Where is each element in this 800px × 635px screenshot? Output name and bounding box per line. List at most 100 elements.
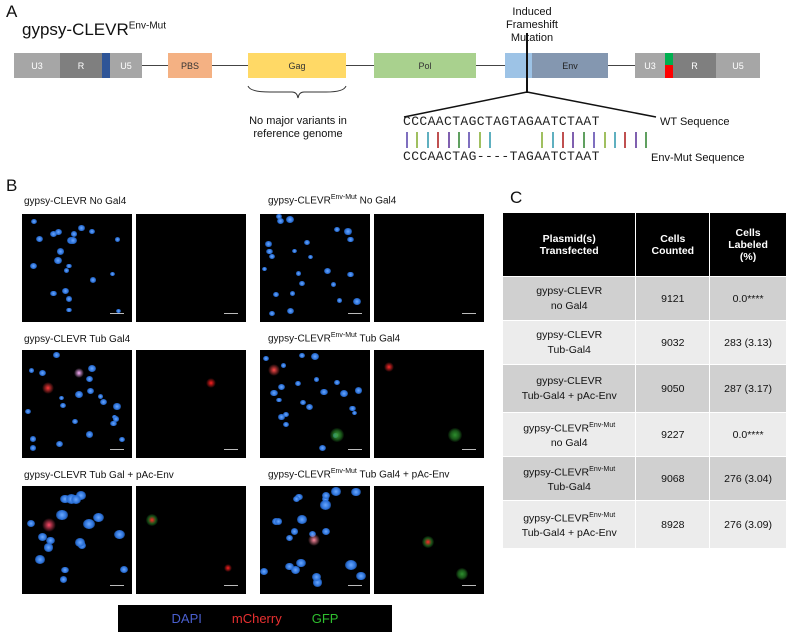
labeled-cell — [422, 536, 434, 548]
nucleus — [292, 495, 301, 503]
header-labeled: Cells Labeled (%) — [709, 212, 787, 277]
nucleus — [319, 500, 332, 511]
alignment-tick — [406, 132, 408, 148]
nucleus — [70, 231, 78, 237]
micrograph-channel-1 — [136, 214, 246, 322]
labeled-cell — [456, 568, 468, 580]
ltr3-u3-box: U3 — [635, 53, 665, 78]
nucleus — [346, 236, 354, 243]
micrograph-merge-5 — [22, 486, 132, 594]
nucleus — [71, 418, 78, 425]
nucleus — [114, 237, 120, 242]
construct-title: gypsy-CLEVREnv-Mut — [22, 20, 166, 40]
nucleus — [262, 355, 269, 362]
nucleus — [321, 492, 331, 500]
nucleus — [69, 237, 77, 244]
nucleus — [265, 241, 272, 247]
labeled-cell — [74, 368, 84, 378]
construct-title-sup: Env-Mut — [128, 20, 166, 32]
plasmid-name: gypsy-CLEVR — [523, 466, 590, 479]
micro-label-2: gypsy-CLEVREnv-Mut No Gal4 — [268, 194, 397, 207]
nucleus — [344, 559, 357, 570]
nucleus — [299, 281, 305, 286]
micro-label-1: gypsy-CLEVR No Gal4 — [24, 196, 127, 207]
nucleus — [90, 277, 97, 283]
nucleus — [60, 494, 71, 504]
alignment-tick — [458, 132, 460, 148]
labeled-cell — [268, 364, 280, 376]
labeled-cell — [448, 428, 462, 442]
table-header-row: Plasmid(s) Transfected Cells Counted Cel… — [501, 212, 787, 277]
nucleus — [66, 263, 73, 269]
legend-dapi: DAPI — [171, 611, 202, 626]
scale-bar — [224, 449, 238, 450]
micrograph-channel-2 — [374, 214, 484, 322]
alignment-ticks — [403, 132, 663, 150]
nucleus — [266, 248, 273, 255]
micrograph-channel-5 — [136, 486, 246, 594]
plasmid-condition: Tub-Gal4 — [547, 343, 591, 356]
nucleus — [318, 444, 326, 451]
nucleus — [118, 436, 126, 443]
nucleus — [270, 389, 279, 397]
red-marker — [665, 65, 673, 78]
nucleus — [276, 214, 282, 219]
micrograph-channel-6 — [374, 486, 484, 594]
nucleus — [276, 397, 282, 402]
nucleus — [87, 388, 94, 394]
nucleus — [82, 518, 95, 529]
plasmid-condition: Tub-Gal4 — [547, 481, 591, 494]
nucleus — [85, 376, 94, 383]
cells-labeled-cell: 287 (3.17) — [709, 364, 787, 413]
nucleus — [97, 394, 103, 399]
nucleus — [35, 235, 43, 242]
nucleus — [59, 576, 68, 583]
cells-counted-cell: 9050 — [635, 364, 711, 413]
pol-box: Pol — [374, 53, 476, 78]
nucleus — [330, 282, 337, 288]
nucleus — [110, 420, 117, 427]
nucleus — [334, 226, 340, 232]
nucleus — [272, 291, 279, 298]
nucleus — [312, 578, 323, 587]
cells-counted-cell: 9032 — [635, 320, 711, 365]
nucleus — [276, 217, 285, 225]
nucleus — [62, 288, 69, 295]
nucleus — [295, 558, 307, 568]
scale-bar — [348, 313, 362, 314]
nucleus — [286, 307, 294, 314]
alignment-tick — [541, 132, 544, 148]
nucleus — [333, 379, 340, 385]
wt-sequence: CCCAACTAGCTAGTAGAATCTAAT — [403, 114, 600, 129]
alignment-tick — [478, 132, 481, 148]
nucleus — [352, 298, 361, 306]
frameshift-label: Induced Frameshift Mutation — [506, 6, 558, 44]
nucleus — [89, 229, 95, 235]
nucleus — [100, 399, 108, 406]
nucleus — [285, 534, 293, 541]
nucleus — [71, 495, 82, 504]
nucleus — [278, 414, 285, 420]
nucleus — [340, 390, 349, 398]
panel-a-letter: A — [6, 2, 18, 21]
cells-counted-cell: 9121 — [635, 276, 711, 321]
alignment-tick — [645, 132, 648, 148]
construct-backbone — [14, 65, 700, 66]
micrograph-merge-6 — [260, 486, 370, 594]
nucleus — [352, 410, 358, 416]
scale-bar — [224, 585, 238, 586]
nucleus — [295, 381, 302, 387]
nucleus — [46, 537, 55, 545]
alignment-tick — [572, 132, 575, 148]
nucleus — [74, 391, 83, 398]
nucleus — [112, 416, 120, 422]
nucleus — [53, 352, 61, 358]
nucleus — [283, 421, 290, 427]
